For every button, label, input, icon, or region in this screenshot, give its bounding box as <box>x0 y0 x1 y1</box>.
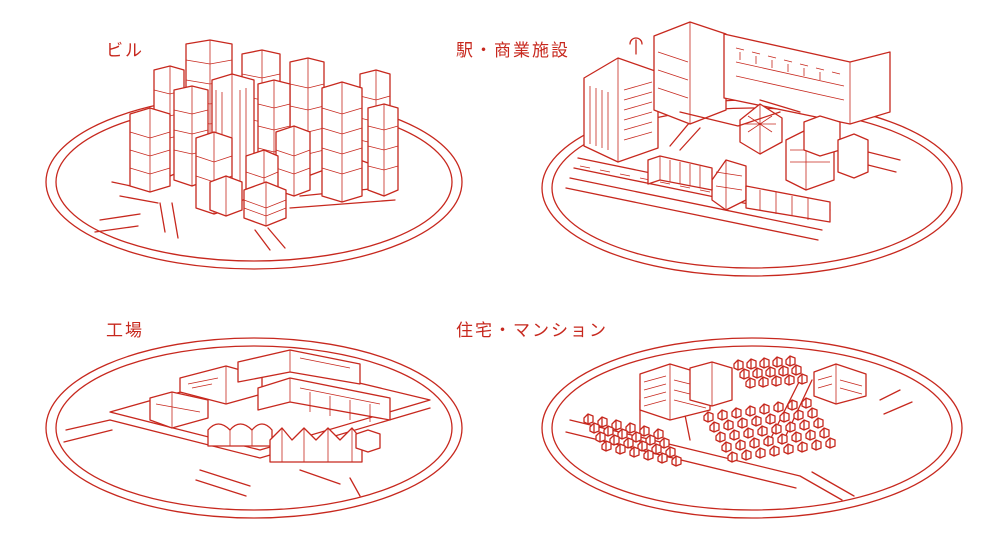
house <box>769 445 780 457</box>
house <box>717 409 728 421</box>
house <box>671 455 682 467</box>
house <box>772 356 783 368</box>
house <box>771 375 782 387</box>
house <box>813 417 824 429</box>
house <box>583 413 594 425</box>
house <box>643 449 654 461</box>
house <box>739 368 750 380</box>
house <box>765 413 776 425</box>
house <box>609 434 620 446</box>
house <box>797 373 808 385</box>
label-housing: 住宅・マンション <box>456 321 608 341</box>
house <box>759 357 770 369</box>
house <box>745 377 756 389</box>
label-buildings: ビル <box>106 41 144 61</box>
house <box>749 437 760 449</box>
house <box>787 399 798 411</box>
house <box>733 359 744 371</box>
house <box>715 431 726 443</box>
house <box>727 451 738 463</box>
house <box>759 403 770 415</box>
label-station: 駅・商業施設 <box>456 41 570 61</box>
house <box>773 401 784 413</box>
house <box>653 428 664 440</box>
house <box>784 374 795 386</box>
house <box>819 427 830 439</box>
house <box>763 435 774 447</box>
house <box>805 429 816 441</box>
house <box>743 427 754 439</box>
house <box>629 446 640 458</box>
buildings-illustration <box>45 39 463 270</box>
house <box>746 358 757 370</box>
house <box>601 440 612 452</box>
house <box>791 431 802 443</box>
house <box>778 365 789 377</box>
house <box>751 415 762 427</box>
house <box>723 419 734 431</box>
house <box>797 441 808 453</box>
station-illustration <box>541 21 963 277</box>
house <box>595 431 606 443</box>
house <box>737 417 748 429</box>
house <box>757 425 768 437</box>
house <box>777 433 788 445</box>
house <box>799 419 810 431</box>
house <box>703 411 714 423</box>
house <box>721 441 732 453</box>
house <box>779 411 790 423</box>
house <box>783 443 794 455</box>
house <box>745 405 756 417</box>
house <box>709 421 720 433</box>
label-factory: 工場 <box>106 321 144 341</box>
house <box>793 409 804 421</box>
house <box>825 437 836 449</box>
house <box>741 449 752 461</box>
factory-illustration <box>45 337 463 519</box>
house <box>807 407 818 419</box>
house <box>615 443 626 455</box>
house <box>657 452 668 464</box>
house <box>791 364 802 376</box>
house <box>731 407 742 419</box>
house <box>771 423 782 435</box>
houses-grid <box>583 355 836 467</box>
house <box>758 376 769 388</box>
house <box>589 422 600 434</box>
housing-illustration <box>541 337 963 519</box>
house <box>785 355 796 367</box>
house <box>785 421 796 433</box>
house <box>735 439 746 451</box>
house <box>755 447 766 459</box>
house <box>631 431 642 443</box>
house <box>752 367 763 379</box>
house <box>801 397 812 409</box>
house <box>765 366 776 378</box>
house <box>729 429 740 441</box>
house <box>811 439 822 451</box>
